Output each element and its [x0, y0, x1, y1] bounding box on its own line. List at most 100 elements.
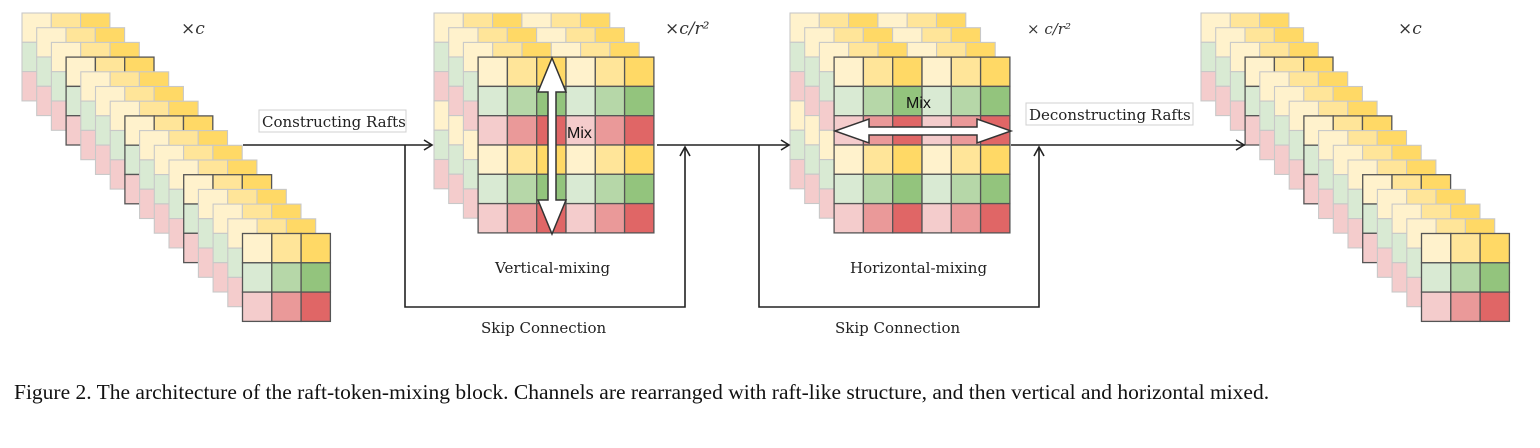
- grid-cell: [833, 56, 865, 88]
- grid-cell: [862, 202, 894, 234]
- grid-cell: [1479, 291, 1511, 323]
- grid-cell: [565, 144, 596, 175]
- raft-token-mixing-diagram: ×c ×c/r² × c/r² ×c Constructing Rafts De…: [21, 12, 1511, 337]
- grid-cell: [892, 202, 923, 234]
- grid-cell: [921, 173, 952, 205]
- grid-cell: [1450, 232, 1481, 264]
- grid-cell: [950, 144, 982, 175]
- deconstruct-label-box: [1025, 102, 1194, 126]
- grid-cell: [892, 144, 923, 175]
- grid-cell: [623, 115, 655, 146]
- grid-cell: [594, 56, 626, 88]
- grid-cell: [921, 144, 952, 175]
- grid-cell: [833, 144, 865, 175]
- grid-cell: [594, 85, 626, 117]
- grid-cell: [241, 262, 273, 293]
- grid-cell: [506, 115, 538, 146]
- construct-label-box: [258, 109, 407, 133]
- grid-cell: [833, 85, 865, 117]
- figure-caption: Figure 2. The architecture of the raft-t…: [14, 380, 1270, 404]
- grid-cell: [862, 144, 894, 175]
- skip-connection-1: [404, 145, 686, 308]
- grid-cell: [477, 115, 509, 146]
- grid-cell: [1450, 262, 1481, 293]
- horizontal-mix-arrow: [832, 117, 1014, 145]
- grid-cell: [950, 173, 982, 205]
- grid-cell: [979, 56, 1011, 88]
- grid-cell: [565, 85, 596, 117]
- grid-cell: [271, 232, 302, 264]
- grid-cell: [892, 56, 923, 88]
- vert-to-horiz-arrowhead: [780, 139, 791, 151]
- horizontal-mix-label: Mix: [906, 95, 931, 112]
- grid-cell: [594, 115, 626, 146]
- grid-cell: [623, 173, 655, 205]
- grid-cell: [506, 173, 538, 205]
- grid-cell: [950, 56, 982, 88]
- vertical-mixing-raft-stack: [433, 12, 655, 234]
- grid-cell: [623, 85, 655, 117]
- channel-grid: [1420, 232, 1511, 323]
- raft-grid: [477, 56, 655, 234]
- input-multiplier-label: ×c: [181, 19, 205, 39]
- connectors: [243, 139, 1246, 308]
- grid-cell: [300, 291, 332, 323]
- grid-cell: [979, 85, 1011, 117]
- grid-cell: [862, 56, 894, 88]
- grid-cell: [1420, 232, 1452, 264]
- grid-cell: [921, 56, 952, 88]
- grid-cell: [833, 202, 865, 234]
- skip-connection-label-2: Skip Connection: [835, 319, 960, 337]
- grid-cell: [241, 291, 273, 323]
- vertical-mixing-title: Vertical-mixing: [494, 259, 610, 277]
- grid-cell: [862, 85, 894, 117]
- vertical-multiplier-label: ×c/r²: [665, 19, 710, 39]
- skip-connection-2: [758, 145, 1040, 308]
- grid-cell: [477, 85, 509, 117]
- grid-cell: [300, 262, 332, 293]
- grid-cell: [950, 85, 982, 117]
- grid-cell: [862, 173, 894, 205]
- grid-cell: [477, 173, 509, 205]
- input-channel-stack: [21, 12, 332, 323]
- deconstruct-arrowhead: [1235, 139, 1246, 151]
- grid-cell: [477, 144, 509, 175]
- output-multiplier-label: ×c: [1398, 19, 1422, 39]
- grid-cell: [979, 144, 1011, 175]
- channel-grid: [241, 232, 332, 323]
- grid-cell: [300, 232, 332, 264]
- skip-arrowhead-2: [1033, 145, 1045, 157]
- grid-cell: [950, 202, 982, 234]
- deconstructing-rafts-label: Deconstructing Rafts: [1029, 106, 1191, 124]
- grid-cell: [892, 173, 923, 205]
- grid-cell: [1420, 262, 1452, 293]
- grid-cell: [506, 144, 538, 175]
- grid-cell: [921, 202, 952, 234]
- grid-cell: [477, 202, 509, 234]
- horizontal-multiplier-label: × c/r²: [1027, 20, 1071, 38]
- vertical-mix-arrow: [536, 56, 568, 236]
- grid-cell: [241, 232, 273, 264]
- grid-cell: [506, 56, 538, 88]
- skip-arrowhead-1: [679, 145, 691, 157]
- grid-cell: [623, 56, 655, 88]
- grid-cell: [921, 85, 952, 117]
- grid-cell: [271, 262, 302, 293]
- grid-cell: [506, 85, 538, 117]
- vertical-mix-label: Mix: [567, 125, 592, 142]
- grid-cell: [1479, 262, 1511, 293]
- grid-cell: [594, 144, 626, 175]
- grid-cell: [271, 291, 302, 323]
- grid-cell: [565, 56, 596, 88]
- constructing-rafts-label: Constructing Rafts: [262, 113, 406, 131]
- grid-cell: [979, 202, 1011, 234]
- grid-cell: [623, 202, 655, 234]
- horizontal-mixing-raft-stack: [789, 12, 1011, 234]
- grid-cell: [594, 202, 626, 234]
- raft-grid: [833, 56, 1011, 234]
- construct-arrowhead: [423, 139, 434, 151]
- grid-cell: [833, 173, 865, 205]
- grid-cell: [594, 173, 626, 205]
- grid-cell: [1450, 291, 1481, 323]
- grid-cell: [979, 173, 1011, 205]
